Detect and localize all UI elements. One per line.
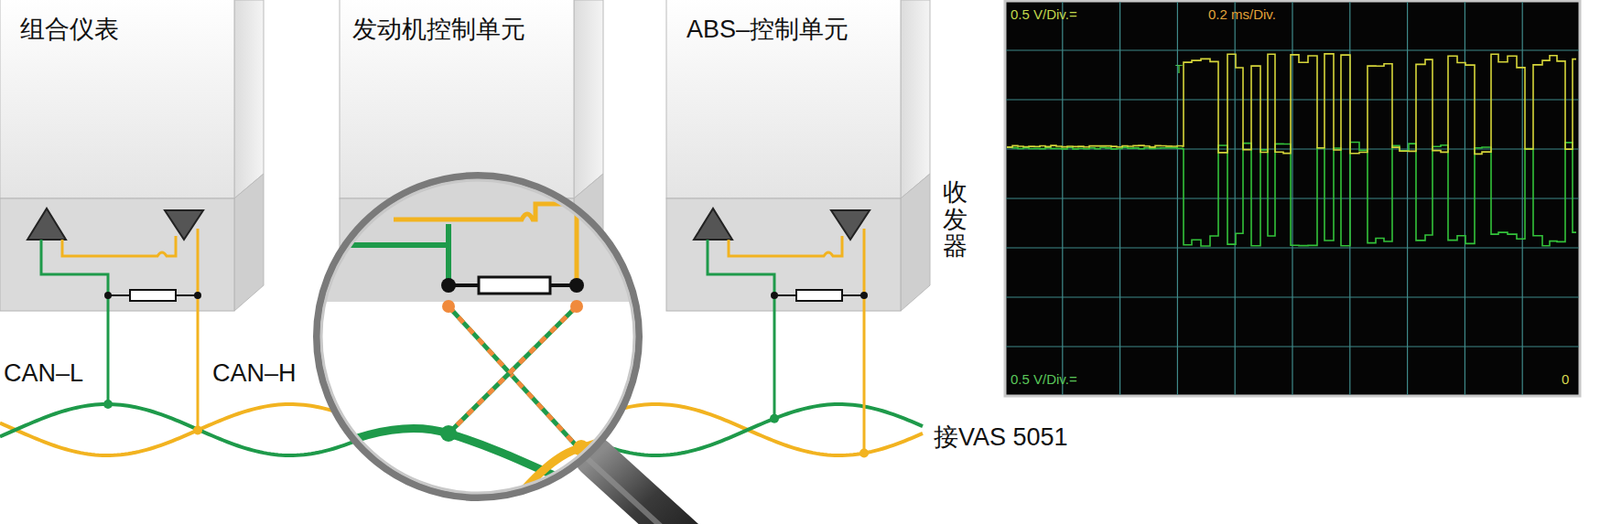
- control-unit: ABS–控制单元: [666, 0, 901, 312]
- shorted-wire-dash: [450, 306, 577, 433]
- unit-name: ABS–控制单元: [686, 12, 849, 46]
- shorted-wire: [450, 306, 577, 433]
- bus-dot: [103, 400, 113, 410]
- signal-name: CAN–H: [212, 359, 297, 389]
- oscilloscope-screen: 0.5 V/Div.= 0.2 ms/Div. T 0.5 V/Div.= 0: [1005, 0, 1580, 397]
- shorted-wire-dash: [448, 306, 579, 449]
- scale-readout: 0.5 V/Div.=: [1010, 371, 1078, 388]
- fault-dot: [442, 300, 455, 314]
- junction-dot: [441, 278, 456, 293]
- can-l-wire-enlarged: [329, 224, 449, 286]
- bus-dot: [769, 414, 779, 424]
- housing-front: [666, 0, 901, 199]
- handle-highlight: [585, 457, 678, 524]
- transceiver-panel: [0, 198, 235, 312]
- junction-dot: [860, 291, 868, 300]
- can-h-trace: [1006, 54, 1577, 155]
- control-unit-housings: [0, 0, 930, 312]
- can-l-tap: [773, 311, 777, 420]
- scale-readout: 0: [1561, 371, 1569, 388]
- junction-dot: [569, 278, 584, 293]
- lens-content: [311, 164, 660, 524]
- bus-dot: [193, 425, 203, 435]
- can-l-wire: [41, 239, 109, 312]
- lens-rim-inner: [321, 180, 635, 494]
- grid-line: [1005, 197, 1579, 199]
- scope-grid: [1005, 1, 1579, 396]
- can-h-wire-stub: [311, 217, 367, 223]
- grid-line: [1005, 49, 1579, 51]
- grid-line: [1005, 345, 1579, 347]
- control-unit-housing: [0, 0, 264, 312]
- junction-dot: [194, 291, 202, 300]
- transmitter-triangle: [693, 208, 733, 240]
- can-l-wire: [707, 239, 775, 312]
- bus-dot: [440, 425, 457, 443]
- magnifier: [311, 164, 696, 524]
- resistor-symbol: [796, 290, 843, 302]
- can-l-tap: [107, 311, 110, 405]
- grid-line: [1005, 98, 1579, 100]
- fault-dot: [570, 300, 584, 314]
- housing-side: [234, 0, 264, 199]
- scope-traces: [1006, 54, 1577, 247]
- housing-side: [900, 0, 930, 199]
- transmitter-triangle: [27, 208, 66, 240]
- resistor-symbol: [129, 290, 176, 302]
- housing-side-lower: [234, 173, 264, 312]
- can-h-wire: [728, 236, 843, 257]
- can-h-wire: [62, 236, 176, 257]
- housing-front: [0, 0, 235, 199]
- transceiver-panel: [666, 198, 901, 312]
- scale-readout: 0.5 V/Div.=: [1010, 6, 1078, 22]
- grid-line: [1005, 296, 1579, 298]
- signal-name: CAN–L: [3, 359, 84, 389]
- unit-name: 发动机控制单元: [352, 12, 526, 46]
- housing-side-lower: [900, 173, 930, 312]
- lens-rim: [316, 175, 639, 498]
- junction-dot: [104, 291, 112, 300]
- scale-readout: T: [1175, 62, 1183, 76]
- tester-note: 接VAS 5051: [933, 421, 1069, 455]
- grid-line: [1005, 148, 1579, 150]
- housing-front: [339, 0, 574, 199]
- grid-line: [1005, 247, 1579, 249]
- housing-side: [573, 0, 604, 199]
- junction-dot: [770, 291, 779, 300]
- unit-name: 组合仪表: [20, 12, 119, 46]
- resistor-symbol: [478, 277, 551, 294]
- control-unit: 发动机控制单元: [339, 0, 574, 312]
- scale-readout: 0.2 ms/Div.: [1208, 6, 1276, 22]
- shorted-wire: [448, 306, 579, 449]
- control-unit: 组合仪表: [0, 0, 235, 312]
- can-h-tap: [196, 311, 200, 431]
- oscilloscope-screen: [1005, 0, 1580, 397]
- can-l-trace: [1006, 142, 1577, 247]
- transceiver-label: 收发器: [942, 179, 968, 261]
- can-h-tap: [863, 311, 866, 455]
- control-unit-housing: [666, 0, 930, 312]
- scope-ground: [1005, 0, 1580, 397]
- bus-dot: [859, 449, 869, 459]
